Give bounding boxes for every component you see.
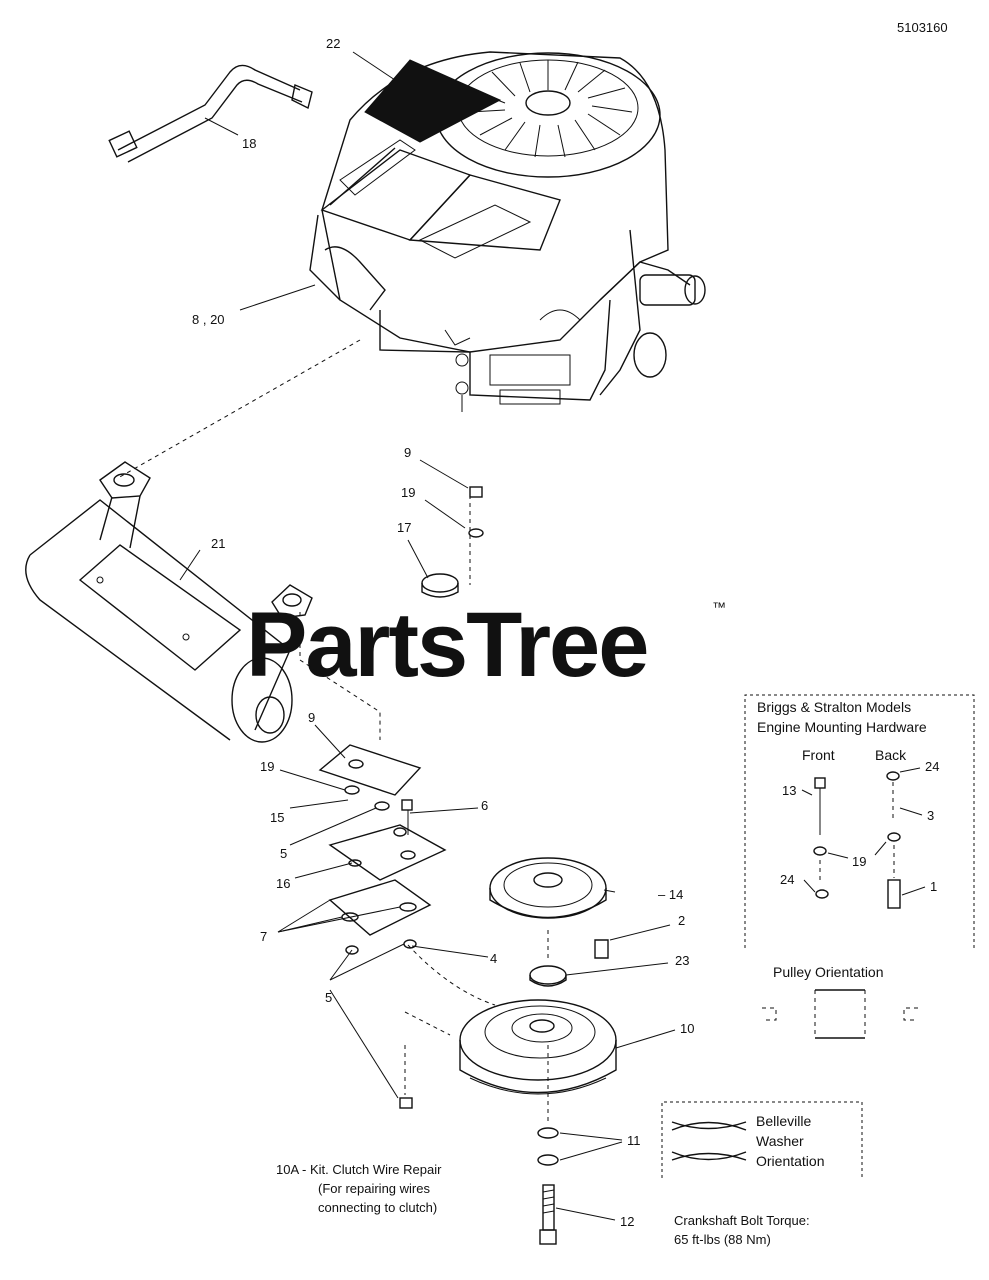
callout-2: 2 [678, 913, 685, 928]
callout-5-lower: 5 [325, 990, 332, 1005]
callout-21: 21 [211, 536, 225, 551]
watermark-text: PartsTree [246, 594, 647, 696]
callout-19-upper: 19 [401, 485, 415, 500]
idler-pulley [489, 857, 607, 919]
kit-note-line2: (For repairing wires [318, 1181, 430, 1196]
back-heading: Back [875, 747, 907, 763]
callout-5-upper: 5 [280, 846, 287, 861]
pulley-orientation: Pulley Orientation [762, 964, 918, 1039]
callout-13: 13 [782, 783, 796, 798]
kit-note-line3: connecting to clutch) [318, 1200, 437, 1215]
callout-labels: 22 18 8 , 20 9 19 17 21 9 19 15 5 6 16 7… [192, 36, 694, 1229]
callout-23: 23 [675, 953, 689, 968]
callout-15: 15 [270, 810, 284, 825]
callout-19-lower: 19 [260, 759, 274, 774]
callout-14: – 14 [658, 887, 683, 902]
callout-11: 11 [627, 1133, 641, 1148]
watermark-trademark: ™ [712, 599, 726, 615]
callout-12: 12 [620, 1214, 634, 1229]
callout-3: 3 [927, 808, 934, 823]
muffler [25, 461, 313, 743]
pulley-orientation-title: Pulley Orientation [773, 964, 884, 980]
belleville-line3: Orientation [756, 1153, 824, 1169]
callout-17: 17 [397, 520, 411, 535]
callout-9-upper: 9 [404, 445, 411, 460]
callout-16: 16 [276, 876, 290, 891]
dipstick-tube [108, 64, 313, 163]
callout-18: 18 [242, 136, 256, 151]
briggs-title-line1: Briggs & Stralton Models [757, 699, 911, 715]
callout-9-lower: 9 [308, 710, 315, 725]
belleville-line2: Washer [756, 1133, 804, 1149]
front-heading: Front [802, 747, 835, 763]
callout-22: 22 [326, 36, 340, 51]
callout-8-20: 8 , 20 [192, 312, 225, 327]
belleville-line1: Belleville [756, 1113, 811, 1129]
callout-19-box: 19 [852, 854, 866, 869]
callout-10: 10 [680, 1021, 694, 1036]
engine-illustration [309, 51, 706, 412]
callout-6: 6 [481, 798, 488, 813]
briggs-title-line2: Engine Mounting Hardware [757, 719, 927, 735]
briggs-hardware-box: Briggs & Stralton Models Engine Mounting… [744, 694, 975, 948]
kit-note-line1: 10A - Kit. Clutch Wire Repair [276, 1162, 442, 1177]
callout-1: 1 [930, 879, 937, 894]
mounting-brackets [318, 744, 447, 1109]
torque-note-line2: 65 ft-lbs (88 Nm) [674, 1232, 771, 1247]
belleville-washer-box: Belleville Washer Orientation [661, 1101, 863, 1178]
leader-lines [179, 51, 676, 1221]
callout-24-back: 24 [925, 759, 939, 774]
electric-clutch [459, 999, 617, 1095]
document-id: 5103160 [897, 20, 948, 35]
callout-24-front: 24 [780, 872, 794, 887]
callout-7: 7 [260, 929, 267, 944]
callout-4: 4 [490, 951, 497, 966]
torque-note-line1: Crankshaft Bolt Torque: [674, 1213, 810, 1228]
hardware-stack-upper [421, 486, 484, 598]
